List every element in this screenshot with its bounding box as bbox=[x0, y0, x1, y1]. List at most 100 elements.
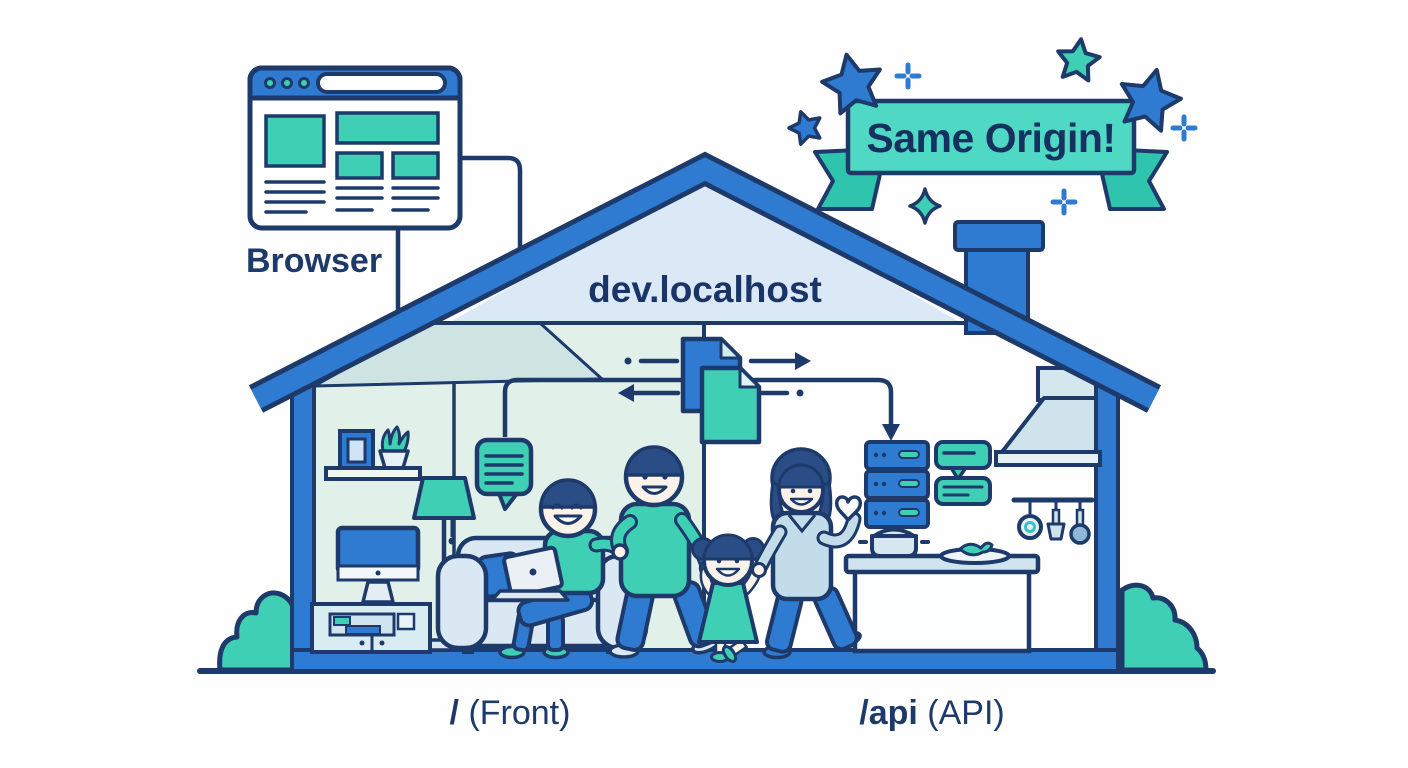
fish-plate bbox=[939, 541, 1011, 565]
mom-fringe bbox=[777, 463, 825, 489]
api-path-text: /api bbox=[859, 693, 918, 732]
dad-smile bbox=[641, 485, 668, 495]
tv-logo-dot bbox=[375, 570, 381, 576]
content-block bbox=[264, 114, 326, 168]
dash-dot bbox=[624, 357, 632, 365]
boy-hair bbox=[539, 478, 597, 509]
boy-figure bbox=[490, 478, 626, 660]
mom-vneck bbox=[787, 514, 817, 534]
dad-eye bbox=[642, 474, 648, 480]
utensil-rack bbox=[1011, 497, 1095, 545]
frying-pan-center bbox=[1024, 521, 1036, 533]
speech-bubble-icon bbox=[474, 437, 534, 511]
dad-eye bbox=[662, 474, 668, 480]
request-response-flow bbox=[502, 336, 900, 445]
stars-and-sparkles bbox=[785, 36, 1195, 225]
banner bbox=[813, 98, 1169, 211]
dash-dot bbox=[796, 389, 804, 397]
spatula bbox=[1046, 522, 1066, 541]
mom-hand bbox=[751, 562, 767, 578]
window-dot bbox=[264, 77, 276, 89]
plant-pot bbox=[378, 449, 410, 470]
star-icon bbox=[785, 107, 825, 146]
browser-connector-line-2 bbox=[460, 155, 523, 262]
boy-smile bbox=[553, 514, 583, 525]
hood-lip bbox=[994, 450, 1102, 467]
mom-eye bbox=[790, 488, 796, 494]
roof-band bbox=[251, 157, 1159, 409]
spatula-handle bbox=[1051, 508, 1061, 526]
bush-left bbox=[217, 590, 297, 673]
front-path-text: / bbox=[449, 693, 459, 732]
shelf-board bbox=[324, 466, 422, 481]
content-block bbox=[335, 151, 384, 180]
laptop-base bbox=[490, 589, 570, 602]
cabinet-knob bbox=[359, 640, 365, 646]
girl-eye bbox=[716, 558, 722, 564]
server-led-bar bbox=[898, 508, 920, 517]
window-dot bbox=[298, 77, 310, 89]
banner-text: Same Origin! bbox=[866, 114, 1116, 161]
potted-plant bbox=[380, 425, 410, 453]
text-lines bbox=[264, 180, 440, 214]
plus-sparkle-icon bbox=[894, 62, 922, 90]
browser-connector-lines bbox=[395, 155, 523, 312]
frying-pan bbox=[1017, 514, 1043, 540]
server-led-bar bbox=[898, 450, 920, 459]
response-arrowhead bbox=[618, 384, 634, 402]
request-arrowhead bbox=[795, 352, 811, 370]
kitchen-island bbox=[843, 553, 1041, 654]
drawer-accent-teal bbox=[333, 616, 351, 626]
mom-smile bbox=[789, 497, 814, 506]
drawer-panel bbox=[396, 612, 416, 631]
dad-hair bbox=[624, 445, 684, 477]
chimney-cap bbox=[953, 220, 1045, 252]
plus-sparkle-icon bbox=[1050, 188, 1078, 216]
api-suffix-text: (API) bbox=[917, 693, 1005, 732]
front-suffix-text: (Front) bbox=[459, 693, 571, 732]
star-icon bbox=[1113, 63, 1186, 134]
content-block bbox=[391, 151, 440, 180]
wall-right bbox=[1094, 378, 1120, 654]
dad-hand bbox=[611, 543, 629, 561]
chat-bubbles-icon bbox=[934, 440, 992, 506]
mom-figure bbox=[751, 447, 863, 660]
star-icon bbox=[818, 49, 887, 116]
ribbon-body bbox=[845, 98, 1137, 176]
wall-shelf bbox=[324, 425, 422, 481]
document-fold bbox=[738, 366, 761, 389]
girl-smile bbox=[715, 567, 741, 577]
down-arrowhead bbox=[882, 424, 900, 441]
front-room-label: / (Front) bbox=[390, 690, 630, 736]
window-dot bbox=[281, 77, 293, 89]
girl-shoe bbox=[721, 645, 738, 663]
ladle bbox=[1069, 523, 1091, 545]
couch-armrest-left bbox=[435, 553, 489, 651]
girl-eye bbox=[734, 558, 740, 564]
girl-hair bbox=[702, 533, 754, 561]
browser-label: Browser bbox=[246, 241, 383, 280]
tv-stand bbox=[360, 580, 396, 604]
heart-icon bbox=[834, 495, 863, 522]
diamond-sparkle-icon bbox=[908, 187, 942, 225]
fish bbox=[958, 541, 994, 557]
server-led-bar bbox=[898, 479, 920, 488]
range-hood bbox=[994, 366, 1102, 467]
picture-frame-inner bbox=[346, 437, 367, 464]
bush-right bbox=[1119, 582, 1209, 673]
star-icon bbox=[1055, 36, 1102, 81]
mom-eye bbox=[807, 488, 813, 494]
server-rack-icon bbox=[864, 440, 930, 529]
url-bar bbox=[316, 72, 447, 94]
tv-monitor bbox=[335, 525, 421, 604]
cabinet-knob bbox=[379, 640, 385, 646]
lamp-cord-knob bbox=[448, 537, 456, 545]
island-body bbox=[852, 568, 1032, 654]
laptop-logo bbox=[529, 568, 537, 576]
document-fold bbox=[719, 337, 742, 360]
lamp-shade bbox=[412, 476, 476, 520]
browser-window-icon bbox=[247, 65, 463, 231]
hostname-label: dev.localhost bbox=[588, 269, 822, 310]
